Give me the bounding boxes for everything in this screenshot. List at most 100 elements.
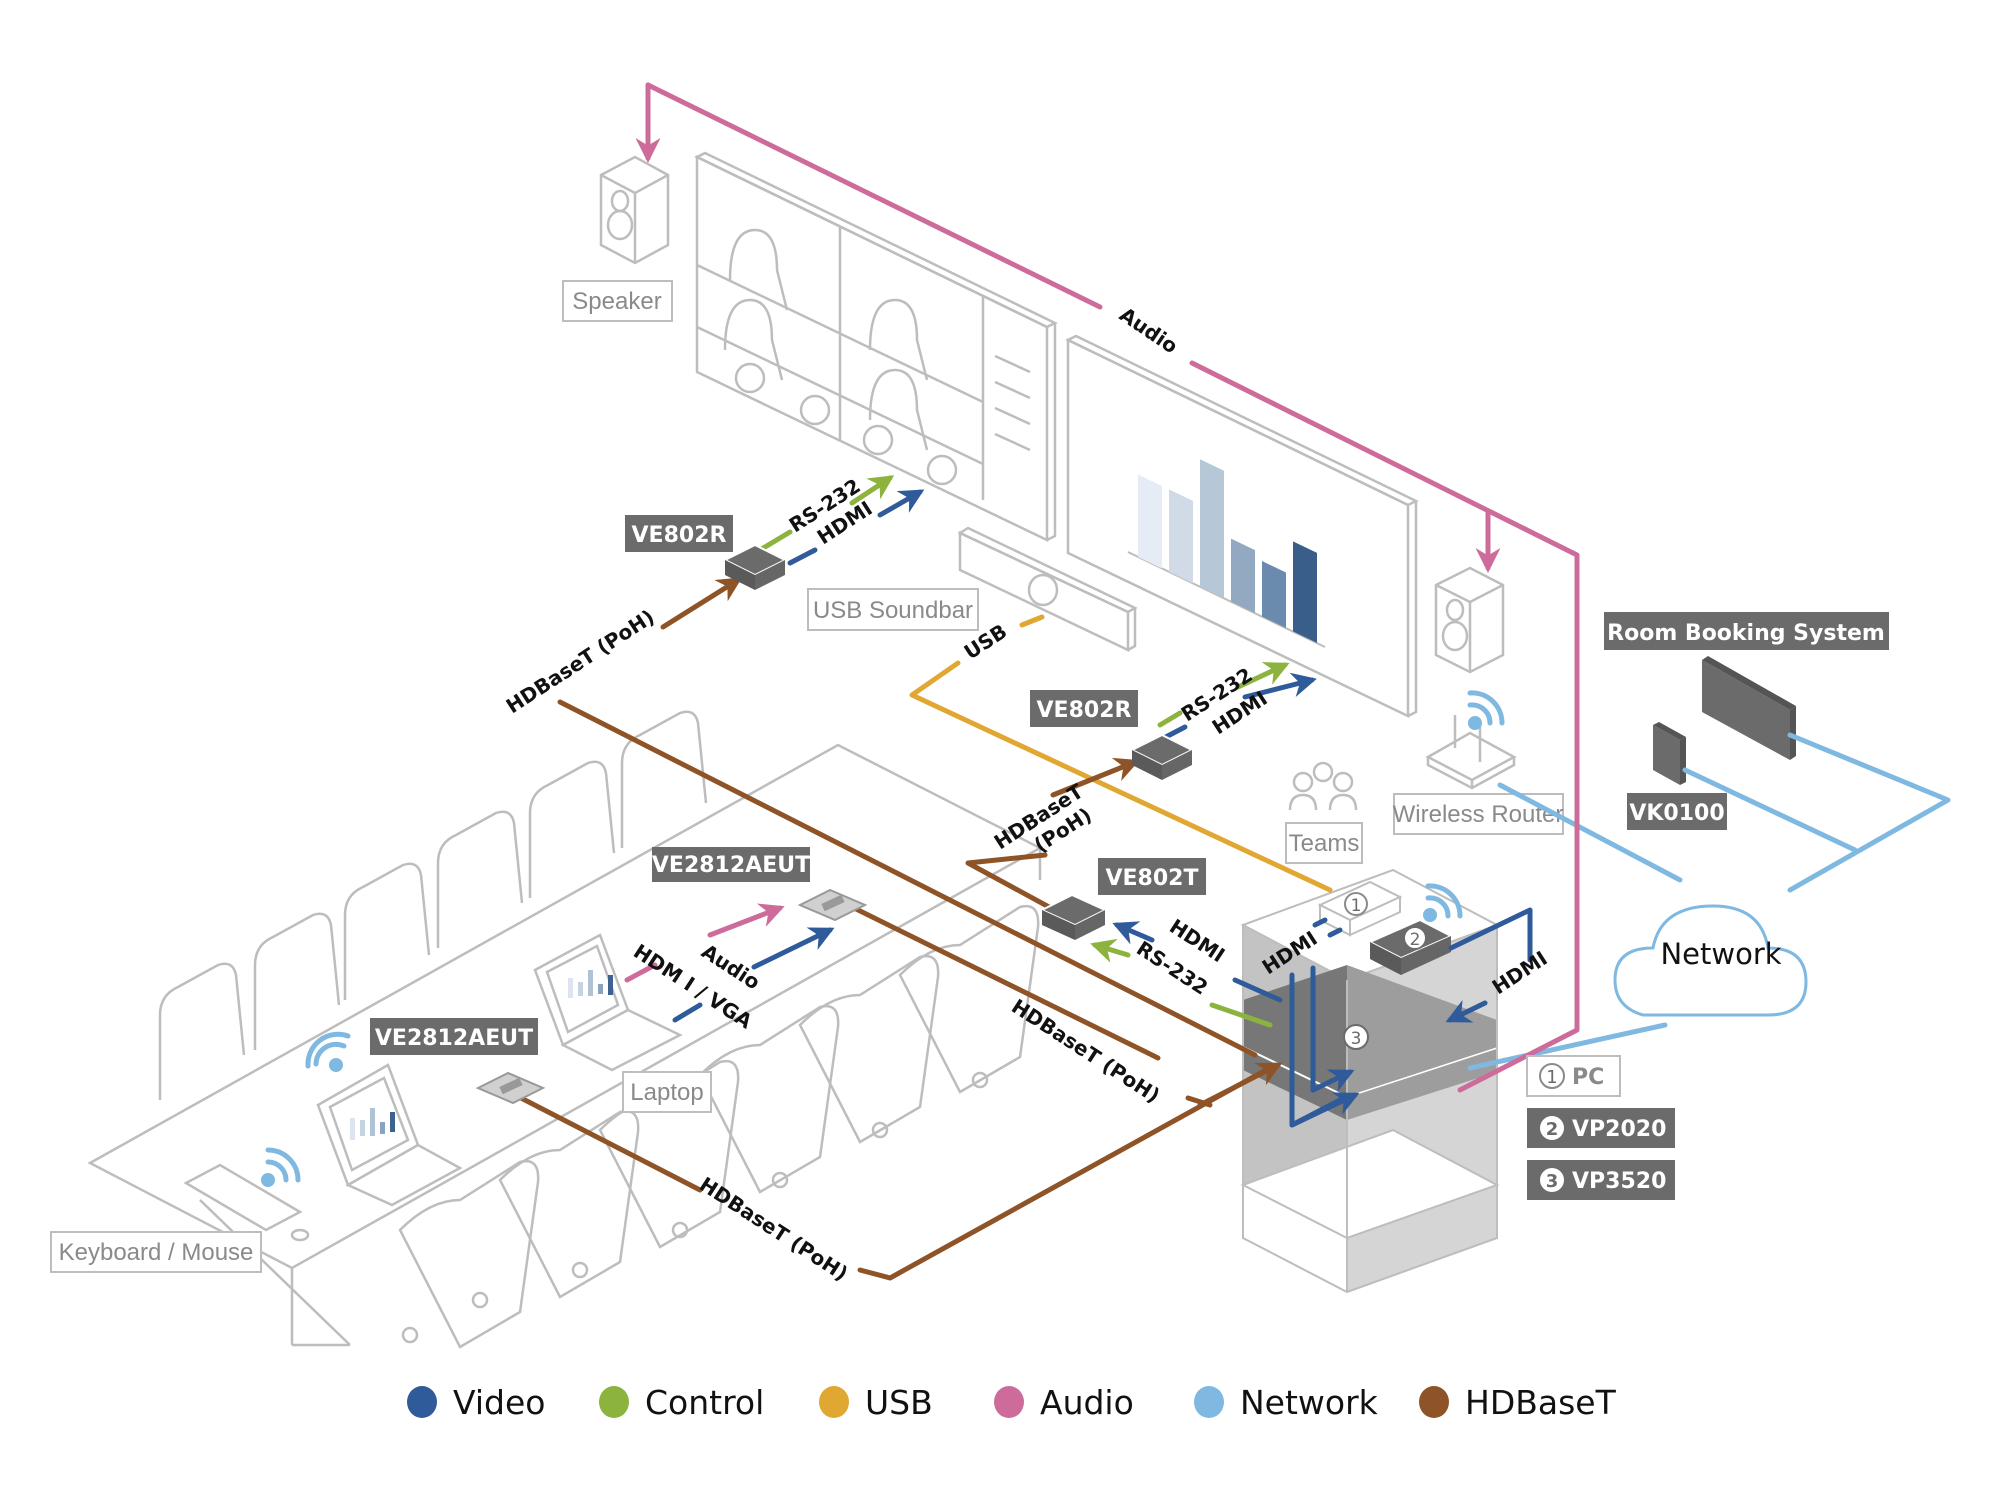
rack-key-label: VP2020 <box>1572 1117 1666 1142</box>
participant-silhouette <box>868 368 929 451</box>
network-cables <box>1467 732 1951 1071</box>
soundbar-camera <box>1027 573 1059 607</box>
legend-label: Audio <box>1040 1383 1134 1422</box>
chairs-back-row <box>158 710 708 1100</box>
rack-key-label: PC <box>1572 1065 1604 1090</box>
speaker-right <box>1434 566 1505 674</box>
network-cloud: Network <box>1613 904 1808 1017</box>
wireless-router-label: Wireless Router <box>1393 793 1564 835</box>
chairs-front-row <box>398 904 1040 1349</box>
audio-cables <box>624 82 1580 1093</box>
legend-item-usb: USB <box>819 1383 933 1422</box>
legend-swatch <box>1194 1386 1224 1418</box>
usb-soundbar-label: USB Soundbar <box>807 588 979 631</box>
speaker-label: Speaker <box>562 280 673 322</box>
cable-label-hdbaset-bottom: HDBaseT (PoH) <box>695 1172 852 1286</box>
teams-label: Teams <box>1285 822 1363 864</box>
presentation-display <box>1065 334 1419 718</box>
participant-silhouette <box>868 298 929 381</box>
svg-text:VE802R: VE802R <box>1037 698 1132 723</box>
svg-text:Room Booking System: Room Booking System <box>1607 621 1885 646</box>
wifi-icon <box>305 1031 351 1072</box>
cable-label-audio-top: Audio <box>1115 302 1182 358</box>
usb-soundbar <box>957 526 1138 652</box>
display-chart-bar <box>1138 474 1162 569</box>
display-chart-bar <box>1262 561 1286 629</box>
svg-text:2: 2 <box>1546 1119 1559 1140</box>
room-booking-label: Room Booking System <box>1604 612 1889 650</box>
room-booking-panel <box>1702 656 1796 760</box>
ve2812aeut-center-plate <box>797 888 868 922</box>
ve802r-mid-device <box>1129 733 1195 780</box>
legend-label: Control <box>645 1383 764 1422</box>
svg-text:Keyboard / Mouse: Keyboard / Mouse <box>59 1239 254 1266</box>
vp3520-marker: 3 <box>1343 1024 1369 1050</box>
speaker-woofer <box>606 209 634 241</box>
ve802t-label: VE802T <box>1098 858 1206 895</box>
mouse <box>290 1228 310 1242</box>
teams-icon <box>1288 761 1358 811</box>
rack-key-label: VP3520 <box>1572 1169 1666 1194</box>
display-chart-bar <box>1200 459 1224 599</box>
participant-tile <box>926 454 958 486</box>
legend-label: Video <box>453 1383 545 1422</box>
legend-item-network: Network <box>1194 1383 1379 1422</box>
pc-device: 1 <box>1317 880 1403 937</box>
svg-text:Speaker: Speaker <box>572 288 661 315</box>
legend-swatch <box>407 1386 437 1418</box>
video-cables <box>672 489 1533 1128</box>
ve802r-top-label: VE802R <box>625 515 733 552</box>
svg-text:Teams: Teams <box>1289 830 1360 857</box>
ve802r-top-device <box>722 543 788 590</box>
laptop-label: Laptop <box>622 1071 712 1113</box>
svg-text:Network: Network <box>1660 937 1781 971</box>
legend: Video Control USB Audio Network HDBaseT <box>407 1383 1617 1422</box>
participant-silhouette <box>723 298 784 381</box>
legend-label: HDBaseT <box>1465 1383 1617 1422</box>
ve2812aeut-center-label: VE2812AEUT <box>652 847 810 882</box>
svg-text:3: 3 <box>1351 1029 1362 1049</box>
legend-item-control: Control <box>599 1383 764 1422</box>
svg-text:USB Soundbar: USB Soundbar <box>813 597 973 624</box>
participant-tile <box>799 394 831 426</box>
svg-text:2: 2 <box>1410 930 1421 950</box>
control-cables <box>757 475 1290 1028</box>
ve2812aeut-left-plate <box>475 1071 546 1105</box>
participant-tile <box>734 362 766 394</box>
speaker-left <box>599 155 670 265</box>
svg-text:VE2812AEUT: VE2812AEUT <box>652 853 810 878</box>
ve802t-device <box>1039 893 1108 940</box>
hdbaset-cables <box>518 577 1283 1281</box>
svg-text:VE802T: VE802T <box>1106 866 1199 891</box>
legend-item-hdbaset: HDBaseT <box>1419 1383 1617 1422</box>
wifi-icon <box>261 1147 301 1187</box>
video-conference-display <box>694 151 1058 542</box>
display-chart-bar <box>1231 538 1255 614</box>
legend-item-video: Video <box>407 1383 545 1422</box>
display-chart-bar <box>1293 541 1317 643</box>
laptop-center <box>533 933 683 1072</box>
legend-label: USB <box>865 1383 933 1422</box>
svg-text:1: 1 <box>1351 896 1362 916</box>
legend-swatch <box>994 1386 1024 1418</box>
ve2812aeut-left-label: VE2812AEUT <box>370 1018 538 1055</box>
ve802r-mid-label: VE802R <box>1030 690 1138 727</box>
legend-label: Network <box>1240 1383 1379 1422</box>
display-chart-bars <box>1138 459 1317 643</box>
svg-text:VE2812AEUT: VE2812AEUT <box>375 1026 533 1051</box>
wireless-router <box>1425 715 1517 790</box>
legend-swatch <box>599 1386 629 1418</box>
rack-key-item-vp2020: 2 VP2020 <box>1527 1108 1675 1148</box>
vp2020-device: 2 <box>1367 918 1454 975</box>
svg-text:Laptop: Laptop <box>630 1079 703 1106</box>
keyboard <box>183 1163 310 1242</box>
equipment-rack <box>1240 868 1500 1294</box>
participant-tile <box>862 424 894 456</box>
display-chart-bar <box>1169 489 1193 584</box>
vk0100-label: VK0100 <box>1627 793 1727 830</box>
svg-text:VK0100: VK0100 <box>1629 801 1724 826</box>
